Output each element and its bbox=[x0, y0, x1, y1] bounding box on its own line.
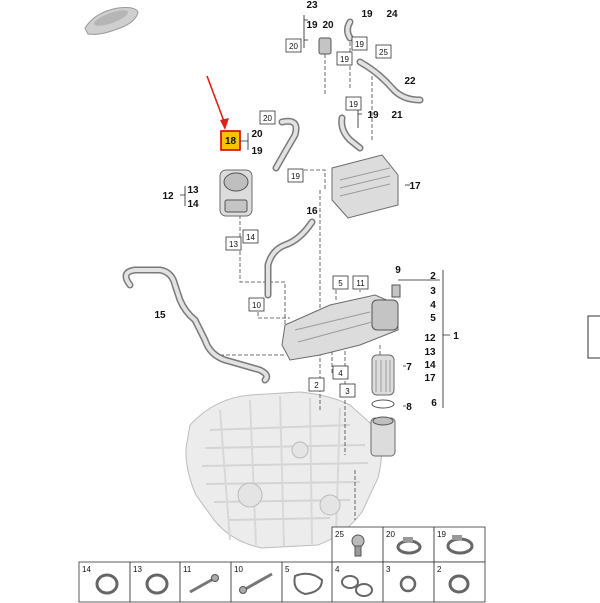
boxed-label-19-d: 19 bbox=[291, 172, 300, 181]
boxed-label-25: 25 bbox=[379, 48, 388, 57]
label-15: 15 bbox=[154, 310, 166, 321]
bracket-lines bbox=[180, 15, 450, 408]
boxed-callouts: 20 19 19 25 19 20 19 13 14 10 5 11 4 2 3 bbox=[225, 36, 392, 398]
label-19-a: 19 bbox=[306, 20, 318, 31]
pointer-arrow bbox=[206, 75, 229, 130]
table-bottom-cell-10: 10 bbox=[234, 565, 243, 574]
o-ring-large-icon bbox=[448, 574, 470, 594]
label-20-a: 20 bbox=[322, 20, 334, 31]
label-13-a: 13 bbox=[187, 185, 199, 196]
seal-ring-icon bbox=[95, 573, 119, 595]
car-silhouette-icon bbox=[84, 7, 139, 35]
label-16: 16 bbox=[306, 206, 318, 217]
boxed-label-20-b: 20 bbox=[263, 114, 272, 123]
hose-clamp-icon bbox=[396, 537, 422, 555]
boxed-label-2: 2 bbox=[314, 381, 319, 390]
table-top-cell-19: 19 bbox=[437, 530, 446, 539]
boxed-label-3: 3 bbox=[345, 387, 350, 396]
o-ring-icon bbox=[399, 575, 417, 593]
label-19-b: 19 bbox=[361, 9, 373, 20]
boxed-label-4: 4 bbox=[338, 369, 343, 378]
oil-filter-module bbox=[281, 284, 401, 361]
parts-table-top: 25 20 19 bbox=[331, 526, 486, 563]
label-r4: 4 bbox=[430, 300, 436, 311]
seal-ring-icon bbox=[145, 573, 169, 595]
table-bottom-cell-13: 13 bbox=[133, 565, 142, 574]
table-bottom-cell-2: 2 bbox=[437, 565, 442, 574]
label-r14: 14 bbox=[424, 360, 436, 371]
label-22: 22 bbox=[404, 76, 416, 87]
oil-filter-insert bbox=[370, 354, 396, 457]
label-14-a: 14 bbox=[187, 199, 199, 210]
bolt-icon bbox=[351, 534, 365, 557]
label-19-c: 19 bbox=[367, 110, 379, 121]
hose-clamp-large-icon bbox=[446, 535, 474, 555]
thermostat-housing bbox=[219, 169, 253, 217]
boxed-label-13: 13 bbox=[229, 240, 238, 249]
label-r2: 2 bbox=[430, 271, 436, 282]
boxed-label-10: 10 bbox=[252, 301, 261, 310]
label-r13: 13 bbox=[424, 347, 436, 358]
long-screw-icon bbox=[239, 572, 273, 594]
label-r12: 12 bbox=[424, 333, 436, 344]
label-12-a: 12 bbox=[162, 191, 174, 202]
label-24: 24 bbox=[386, 9, 398, 20]
upper-hoses bbox=[272, 18, 424, 172]
table-top-cell-20: 20 bbox=[386, 530, 395, 539]
label-r7: 7 bbox=[406, 362, 412, 373]
double-seal-icon bbox=[341, 575, 373, 597]
table-bottom-cell-3: 3 bbox=[386, 565, 391, 574]
boxed-label-19-c: 19 bbox=[349, 100, 358, 109]
label-20-b: 20 bbox=[251, 129, 263, 140]
highlight-label: 18 bbox=[225, 136, 237, 147]
table-top-cell-25: 25 bbox=[335, 530, 344, 539]
label-17-a: 17 bbox=[409, 181, 421, 192]
label-19-d: 19 bbox=[251, 146, 263, 157]
boxed-label-19-a: 19 bbox=[340, 55, 349, 64]
label-9: 9 bbox=[395, 265, 401, 276]
gasket-icon bbox=[293, 572, 324, 596]
engine-block bbox=[185, 391, 382, 549]
boxed-label-20: 20 bbox=[289, 42, 298, 51]
label-r8: 8 bbox=[406, 402, 412, 413]
highlighted-part-18[interactable]: 18 bbox=[220, 130, 241, 151]
label-r5: 5 bbox=[430, 313, 436, 324]
table-bottom-cell-11: 11 bbox=[183, 565, 192, 574]
screw-icon bbox=[189, 574, 219, 594]
label-r6: 6 bbox=[431, 398, 437, 409]
hose-15 bbox=[122, 266, 271, 384]
hose-16 bbox=[264, 218, 316, 299]
table-bottom-cell-5: 5 bbox=[285, 565, 290, 574]
label-23: 23 bbox=[306, 0, 318, 11]
label-r1: 1 bbox=[453, 331, 459, 342]
label-r3: 3 bbox=[430, 286, 436, 297]
boxed-label-5: 5 bbox=[338, 279, 343, 288]
boxed-label-19-b: 19 bbox=[355, 40, 364, 49]
table-bottom-cell-14: 14 bbox=[82, 565, 91, 574]
table-bottom-cell-4: 4 bbox=[335, 565, 340, 574]
boxed-label-14: 14 bbox=[246, 233, 255, 242]
label-r17: 17 bbox=[424, 373, 436, 384]
adjacent-frame-edge bbox=[587, 315, 600, 359]
label-21: 21 bbox=[391, 110, 403, 121]
boxed-label-11: 11 bbox=[356, 279, 365, 288]
parts-table-bottom: 14 13 11 10 5 4 3 2 bbox=[78, 561, 486, 603]
callout-labels: 23 19 20 19 24 22 19 21 20 19 12 13 14 1… bbox=[154, 0, 459, 413]
oil-cooler bbox=[331, 154, 399, 219]
